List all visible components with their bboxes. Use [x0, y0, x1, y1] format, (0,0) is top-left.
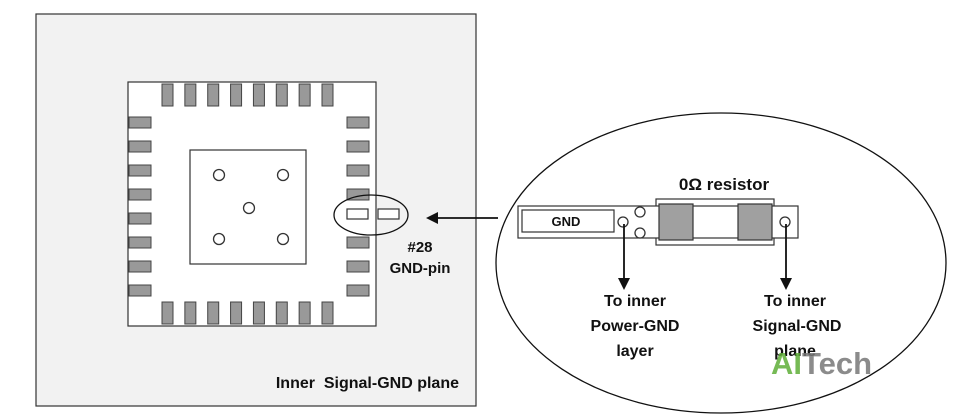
- ic-pad-top: [230, 83, 243, 107]
- ic-pad-bottom: [161, 301, 174, 325]
- gnd-trace-label: GND: [552, 214, 581, 229]
- ic-pad-right: [346, 164, 370, 177]
- ic-pad-bottom: [298, 301, 311, 325]
- plane-label: Inner Signal-GND plane: [276, 375, 459, 392]
- ic-pad-right: [346, 236, 370, 249]
- ic-pad-left: [128, 188, 152, 201]
- thermal-via: [212, 168, 226, 182]
- ic-pad-bottom: [207, 301, 220, 325]
- ic-pad-top: [252, 83, 265, 107]
- signal-gnd-label-line3: plane: [774, 343, 816, 360]
- power-gnd-label-line3: layer: [616, 343, 653, 360]
- power-gnd-arrow-head: [618, 278, 630, 290]
- via: [634, 227, 646, 239]
- resistor-pad-left: [658, 203, 694, 241]
- pads-left-column: [128, 116, 152, 297]
- pin-28-pad-a: [346, 208, 369, 220]
- ic-pad-left: [128, 284, 152, 297]
- zoom-arrow-head: [426, 212, 438, 224]
- pads-bottom-row: [161, 301, 334, 325]
- resistor-pad-right: [737, 203, 773, 241]
- via: [634, 206, 646, 218]
- ic-pad-left: [128, 236, 152, 249]
- ic-pad-left: [128, 116, 152, 129]
- ic-pad-top: [184, 83, 197, 107]
- watermark-ai: AI: [771, 346, 802, 381]
- ic-pad-bottom: [275, 301, 288, 325]
- ic-pad-left: [128, 260, 152, 273]
- power-gnd-label-line2: Power-GND: [591, 318, 680, 335]
- ic-pad-bottom: [184, 301, 197, 325]
- resistor-label: 0Ω resistor: [679, 175, 770, 194]
- gnd-label-box: [521, 209, 615, 233]
- ic-pad-right: [346, 116, 370, 129]
- zoom-detail-ellipse: [495, 112, 947, 414]
- ic-pad-left: [128, 140, 152, 153]
- ic-pad-right: [346, 284, 370, 297]
- thermal-via: [242, 201, 256, 215]
- pin-28-highlight-ellipse: [333, 194, 409, 236]
- thermal-via: [212, 232, 226, 246]
- via: [617, 216, 629, 228]
- ic-pad-top: [275, 83, 288, 107]
- watermark-logo: AITech: [771, 346, 872, 381]
- ic-pad-left: [128, 164, 152, 177]
- ic-pad-top: [298, 83, 311, 107]
- pads-right-column: [346, 116, 370, 297]
- ic-pad-bottom: [230, 301, 243, 325]
- ic-pad-bottom: [252, 301, 265, 325]
- ic-pad-bottom: [321, 301, 334, 325]
- pads-top-row: [161, 83, 334, 107]
- pin-28-pad-b: [377, 208, 400, 220]
- power-gnd-label-line1: To inner: [604, 293, 666, 310]
- thermal-via: [276, 168, 290, 182]
- signal-gnd-label-line1: To inner: [764, 293, 826, 310]
- signal-gnd-arrow-head: [780, 278, 792, 290]
- pin-number-label: #28: [407, 239, 432, 256]
- ic-pad-top: [161, 83, 174, 107]
- watermark-tech: Tech: [802, 346, 872, 381]
- ic-pad-left: [128, 212, 152, 225]
- signal-gnd-label-line2: Signal-GND: [753, 318, 842, 335]
- via: [779, 216, 791, 228]
- ic-pad-right: [346, 260, 370, 273]
- pin-name-label: GND-pin: [390, 260, 451, 277]
- ic-pad-top: [321, 83, 334, 107]
- ic-pad-right: [346, 140, 370, 153]
- ic-pad-top: [207, 83, 220, 107]
- thermal-via: [276, 232, 290, 246]
